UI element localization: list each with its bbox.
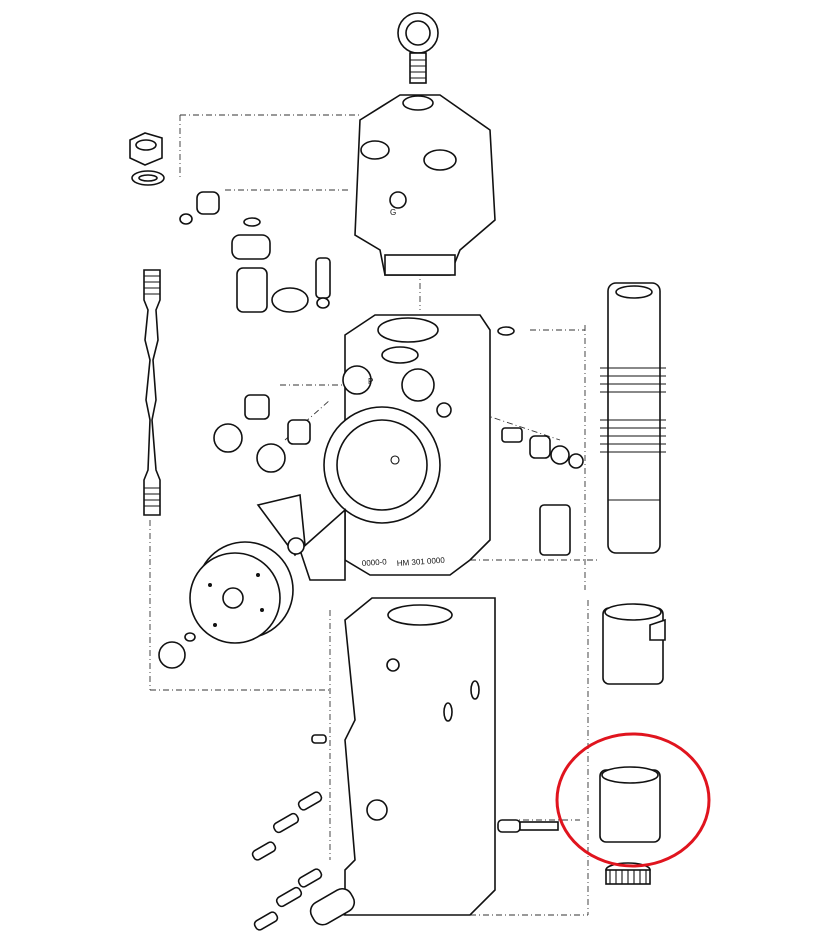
plate-code-label: 0000-0 xyxy=(362,557,388,568)
tie-rod xyxy=(143,269,161,516)
nut-and-washer xyxy=(129,132,165,186)
bushing xyxy=(599,766,661,885)
right-fittings xyxy=(497,326,584,556)
end-cap xyxy=(158,541,294,669)
pins xyxy=(251,734,559,931)
valve-body: P 0000-0 HM 301 0000 xyxy=(323,314,491,576)
top-cover: G xyxy=(354,94,496,276)
port-g-label: G xyxy=(390,208,396,217)
part-number-label: HM 301 0000 xyxy=(397,556,446,568)
eye-bolt xyxy=(397,12,439,84)
port-p-label: P xyxy=(368,377,373,386)
split-bushing xyxy=(602,603,666,685)
damper-plate xyxy=(256,494,346,581)
lower-body xyxy=(344,597,496,916)
fittings-group xyxy=(179,191,331,313)
highlight-circle xyxy=(555,732,711,868)
spool xyxy=(600,282,666,554)
plugs xyxy=(213,394,311,473)
